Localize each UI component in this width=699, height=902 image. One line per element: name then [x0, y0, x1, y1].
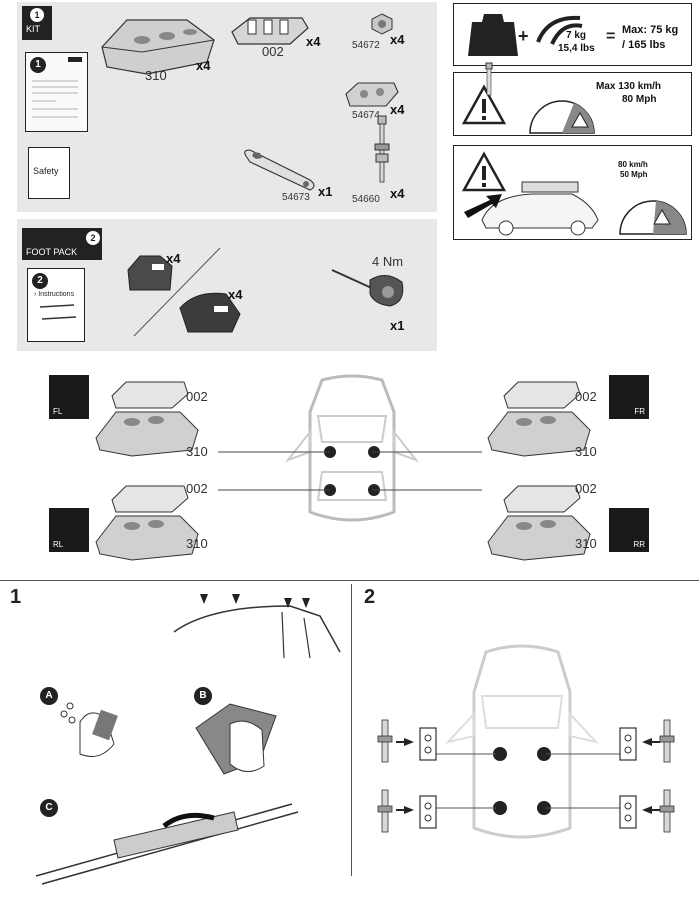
speed-warning-box: Max 130 km/h 80 Mph: [453, 62, 692, 136]
foot-1-drawing: [127, 255, 173, 291]
foot-pack-booklet: 2 › Instructions: [27, 268, 85, 342]
foot-divider: [133, 247, 221, 337]
warning-triangle-icon-2: [461, 151, 507, 192]
part-310-drawing: [101, 19, 215, 75]
corner-fr-label: FR: [634, 407, 645, 416]
foot-1-qty: x4: [166, 251, 181, 266]
part-310-code: 310: [145, 68, 167, 83]
steps-divider-vertical: [351, 584, 352, 876]
rl-part-top: 002: [186, 481, 208, 496]
speed2-mph: 50 Mph: [620, 170, 648, 179]
kit-booklet-num: 1: [30, 57, 46, 73]
part-002-qty: x4: [306, 34, 321, 49]
load-lbs: 15,4 lbs: [558, 43, 595, 54]
corner-rl-label: RL: [53, 540, 64, 549]
torque-tool-drawing: [331, 269, 404, 307]
part-54674-code: 54674: [352, 110, 380, 121]
assembly-rl: [95, 485, 199, 561]
hand-dry-b: [195, 703, 277, 775]
kit-badge-num: 1: [30, 8, 44, 22]
plus-icon: +: [518, 26, 529, 46]
part-002-drawing: [231, 17, 309, 45]
rl-part-bottom: 310: [186, 536, 208, 551]
part-54674-drawing: [345, 82, 399, 107]
foot-2-qty: x4: [228, 287, 243, 302]
speed-mph: 80 Mph: [622, 94, 657, 105]
corner-rl: RL: [49, 508, 89, 552]
part-54660-code: 54660: [352, 194, 380, 205]
load-warning-box: + 7 kg 15,4 lbs = Max: 75 kg / 165 lbs: [453, 3, 692, 66]
roof-cleaning-points: [173, 594, 341, 659]
kit-badge-text: KIT: [26, 24, 41, 34]
tool-torque: 4 Nm: [372, 254, 404, 269]
foot-pack-badge: 2 FOOT PACK: [22, 228, 102, 260]
assembly-fl: [95, 381, 199, 457]
foot-pack-badge-num: 2: [86, 231, 100, 245]
part-54660-drawing: [374, 115, 390, 183]
max-load-lbs: / 165 lbs: [622, 39, 666, 51]
speed-max: Max 130 km/h: [596, 81, 662, 92]
corner-rr: RR: [609, 508, 649, 552]
corner-fl-label: FL: [53, 407, 63, 416]
sub-a-badge: A: [40, 687, 58, 705]
speedometer-icon: [529, 100, 595, 134]
rr-part-top: 002: [575, 481, 597, 496]
car-top-view-2: [445, 644, 599, 839]
part-54672-code: 54672: [352, 40, 380, 51]
load-kg: 7 kg: [566, 30, 587, 41]
bolt-icon: [485, 62, 493, 96]
part-002-code: 002: [262, 44, 284, 59]
step-1-number: 1: [10, 586, 22, 608]
corner-fr: FR: [609, 375, 649, 419]
fr-part-bottom: 310: [575, 444, 597, 459]
part-54674-qty: x4: [390, 102, 405, 117]
part-54673-qty: x1: [318, 184, 333, 199]
foot-pack-badge-text: FOOT PACK: [26, 247, 78, 257]
assembly-fr: [487, 381, 591, 457]
steps-divider-horizontal: [0, 580, 699, 581]
assembly-rr: [487, 485, 591, 561]
fr-part-top: 002: [575, 389, 597, 404]
roof-bars-icon: [536, 15, 583, 45]
car-with-load-drawing: [464, 181, 599, 236]
kit-badge: 1 KIT: [22, 6, 52, 40]
part-54673-code: 54673: [282, 192, 310, 203]
part-54672-drawing: [371, 13, 393, 35]
safety-label: Safety: [33, 166, 59, 176]
sub-c-badge: C: [40, 799, 58, 817]
corner-rr-label: RR: [633, 540, 645, 549]
weight-icon: [468, 14, 518, 56]
part-310-qty: x4: [196, 58, 211, 73]
safety-booklet: Safety: [28, 147, 70, 199]
warning-triangle-icon: [461, 84, 507, 125]
foot-pack-booklet-num: 2: [32, 273, 48, 289]
sub-b-badge: B: [194, 687, 212, 705]
foot-2-drawing: [179, 292, 241, 333]
hand-wipe-a: [60, 702, 118, 757]
part-54672-qty: x4: [390, 32, 405, 47]
equals-icon: =: [606, 28, 616, 45]
fl-part-top: 002: [186, 389, 208, 404]
step-2-number: 2: [364, 586, 376, 608]
kit-booklet: 1: [25, 52, 88, 132]
part-54660-qty: x4: [390, 186, 405, 201]
speed2-kmh: 80 km/h: [618, 160, 648, 169]
rail-cleaning-c: [35, 803, 299, 885]
fl-part-bottom: 310: [186, 444, 208, 459]
tool-qty: x1: [390, 318, 405, 333]
max-load: Max: 75 kg: [622, 24, 679, 36]
instructions-label: › Instructions: [34, 291, 75, 298]
wind-warning-box: 80 km/h 50 Mph: [453, 145, 692, 240]
part-54673-drawing: [244, 149, 315, 191]
speedometer-icon-2: [619, 200, 687, 235]
corner-fl: FL: [49, 375, 89, 419]
rr-part-bottom: 310: [575, 536, 597, 551]
